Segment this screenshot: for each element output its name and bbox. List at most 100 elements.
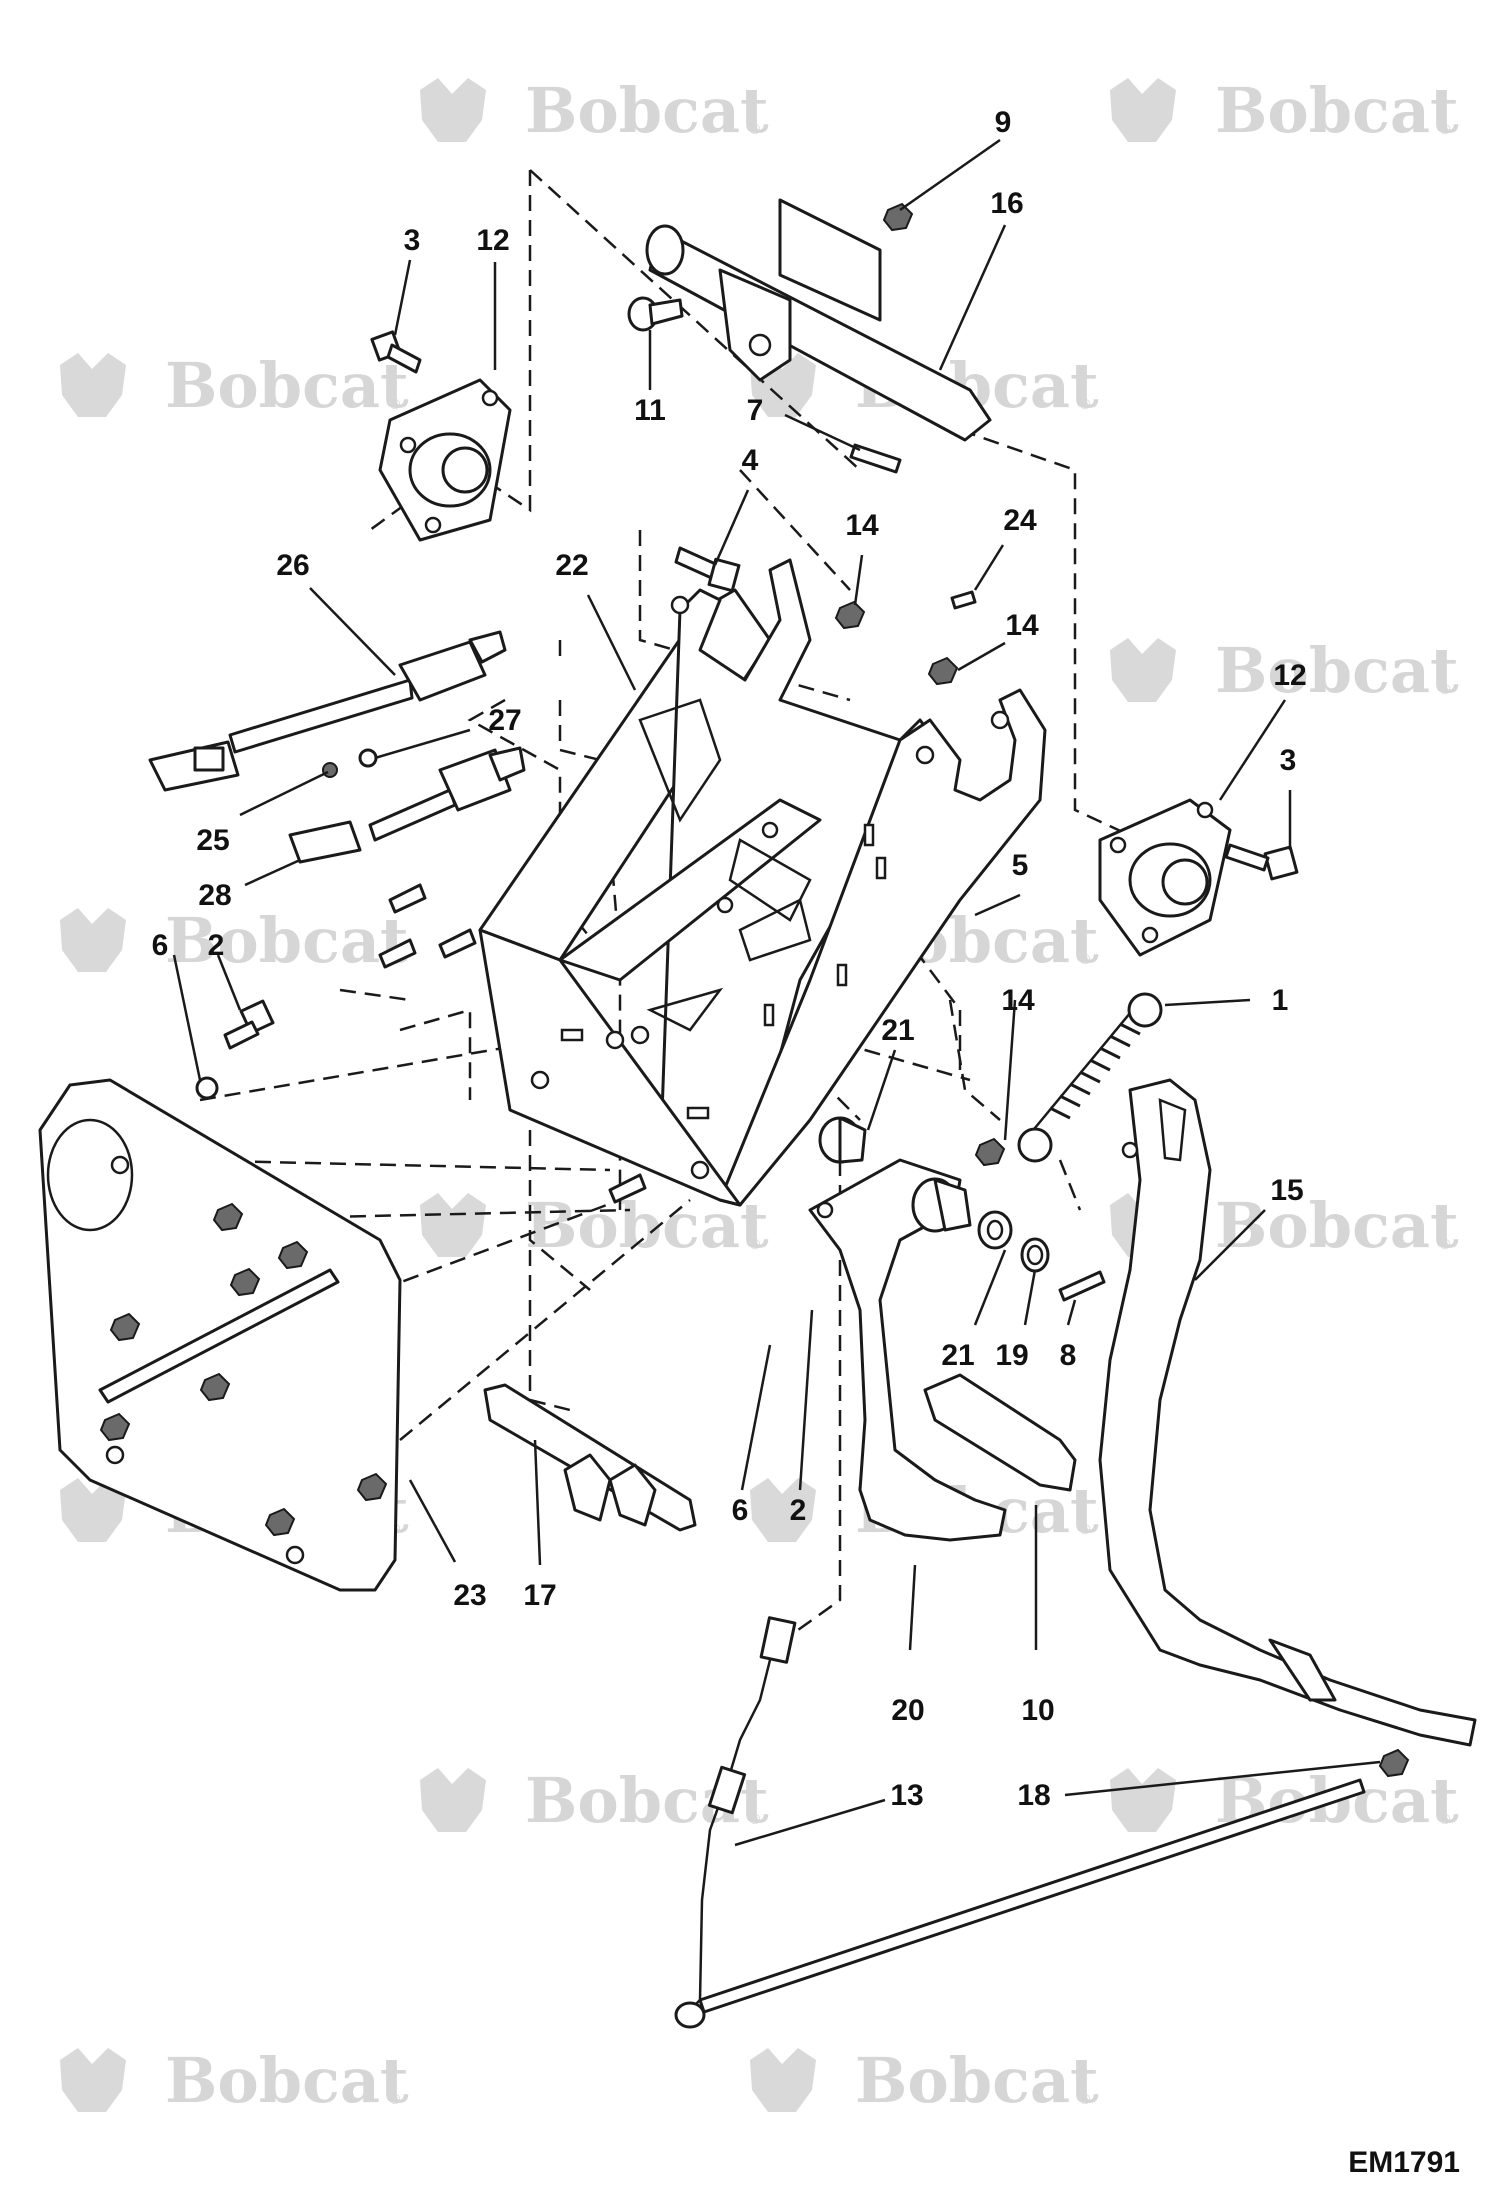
callout-label: 22 (555, 549, 588, 582)
callout-label: 21 (881, 1014, 914, 1047)
watermark-reg-mark: ® (748, 1812, 762, 1828)
callout-label: 14 (1001, 984, 1035, 1017)
callout-label: 6 (732, 1494, 749, 1527)
watermark-reg-mark: ® (388, 397, 402, 413)
callout-label: 2 (208, 929, 225, 962)
bobcat-watermark: Bobcat® (420, 74, 769, 147)
callout-label: 16 (990, 187, 1023, 220)
part-7-roll-pin (849, 443, 902, 474)
callout-label: 5 (1012, 849, 1029, 882)
callout-label: 27 (488, 704, 521, 737)
watermark-reg-mark: ® (1438, 1237, 1452, 1253)
part-13-cable-rod (674, 1616, 1366, 2029)
part-11-clevis-pin (627, 296, 684, 332)
bobcat-logo-icon (1110, 78, 1176, 142)
watermark-reg-mark: ® (748, 122, 762, 138)
callout-label: 12 (476, 224, 509, 257)
part-17-cable-bracket (483, 1383, 697, 1532)
watermark-brand: Bobcat (855, 2044, 1099, 2117)
part-14-nut-c (974, 1137, 1006, 1167)
part-18-nut (1378, 1748, 1410, 1778)
bobcat-watermark: Bobcat® (60, 349, 409, 422)
watermark-reg-mark: ® (1438, 122, 1452, 138)
callout-label: 4 (742, 444, 759, 477)
callout-label: 21 (941, 1339, 974, 1372)
leader-lines (172, 138, 1381, 1847)
callout-label: 23 (453, 1579, 486, 1612)
bobcat-logo-icon (60, 353, 126, 417)
callout-label: 18 (1017, 1779, 1050, 1812)
callout-label: 15 (1270, 1174, 1303, 1207)
watermark-reg-mark: ® (1078, 2092, 1092, 2108)
callout-label: 25 (196, 824, 229, 857)
part-21-bushing-lower (977, 1210, 1013, 1250)
callout-label: 14 (845, 509, 879, 542)
watermark-reg-mark: ® (1078, 952, 1092, 968)
callout-label: 3 (404, 224, 421, 257)
part-1-return-spring (1017, 992, 1163, 1163)
part-26-switch-harness (148, 630, 507, 792)
part-28-brake-switch (288, 746, 526, 864)
part-9-nut (882, 202, 914, 232)
figure-reference: EM1791 (1348, 2146, 1460, 2179)
bobcat-watermark: Bobcat® (750, 2044, 1099, 2117)
bobcat-logo-icon (420, 78, 486, 142)
part-20-brake-pedal (808, 1158, 1007, 1542)
callout-label: 1 (1272, 984, 1289, 1017)
callout-label: 13 (890, 1779, 923, 1812)
callout-label: 20 (891, 1694, 924, 1727)
callout-label: 6 (152, 929, 169, 962)
watermark-reg-mark: ® (748, 1237, 762, 1253)
callout-label: 19 (995, 1339, 1028, 1372)
bobcat-logo-icon (1110, 638, 1176, 702)
bobcat-logo-icon (60, 908, 126, 972)
bobcat-watermark: Bobcat® (1110, 634, 1459, 707)
watermark-reg-mark: ® (1078, 1522, 1092, 1538)
part-2-bolt-left (223, 999, 275, 1050)
part-3-bolt-left (370, 330, 422, 374)
bobcat-watermark: Bobcat® (1110, 1764, 1459, 1837)
watermark-reg-mark: ® (1438, 1812, 1452, 1828)
part-24-screw (950, 590, 977, 610)
callout-label: 28 (198, 879, 231, 912)
part-8-cotter-pin (1058, 1270, 1106, 1302)
bobcat-logo-icon (420, 1193, 486, 1257)
part-12-flange-bearing-left (378, 378, 512, 542)
part-3-bolt-right (1224, 843, 1299, 881)
callout-label: 2 (790, 1494, 807, 1527)
part-14-nut-a (834, 600, 866, 630)
bobcat-logo-icon (60, 1478, 126, 1542)
part-4-bolt (674, 546, 741, 593)
callout-label: 7 (747, 394, 764, 427)
bobcat-watermark: Bobcat® (60, 904, 409, 977)
callout-label: 8 (1060, 1339, 1077, 1372)
callout-label: 12 (1273, 659, 1306, 692)
watermark-brand: Bobcat (165, 2044, 409, 2117)
part-22-pedal-bracket (478, 558, 1047, 1207)
bobcat-logo-icon (750, 2048, 816, 2112)
part-21-bushing-upper (818, 1116, 867, 1164)
watermark-brand: Bobcat (1215, 1189, 1459, 1262)
watermark-brand: Bobcat (165, 904, 409, 977)
callout-label: 11 (634, 394, 666, 427)
part-27-washer (358, 748, 378, 768)
part-15-pedal-arm (1098, 1078, 1477, 1747)
callout-label: 9 (995, 106, 1012, 139)
callout-label: 26 (276, 549, 309, 582)
part-25-nut (322, 762, 338, 778)
bobcat-logo-icon (60, 2048, 126, 2112)
bobcat-watermark: Bobcat® (60, 2044, 409, 2117)
part-14-nut-b (927, 656, 959, 686)
part-6-washer-left (195, 1076, 219, 1100)
callout-label: 14 (1005, 609, 1039, 642)
callout-label: 17 (523, 1579, 556, 1612)
callout-label: 24 (1003, 504, 1037, 537)
callout-label: 10 (1021, 1694, 1054, 1727)
bobcat-watermark: Bobcat® (1110, 74, 1459, 147)
watermark-reg-mark: ® (1438, 682, 1452, 698)
watermark-brand: Bobcat (1215, 74, 1459, 147)
watermark-brand: Bobcat (1215, 634, 1459, 707)
part-19-snap-ring (1020, 1237, 1050, 1273)
